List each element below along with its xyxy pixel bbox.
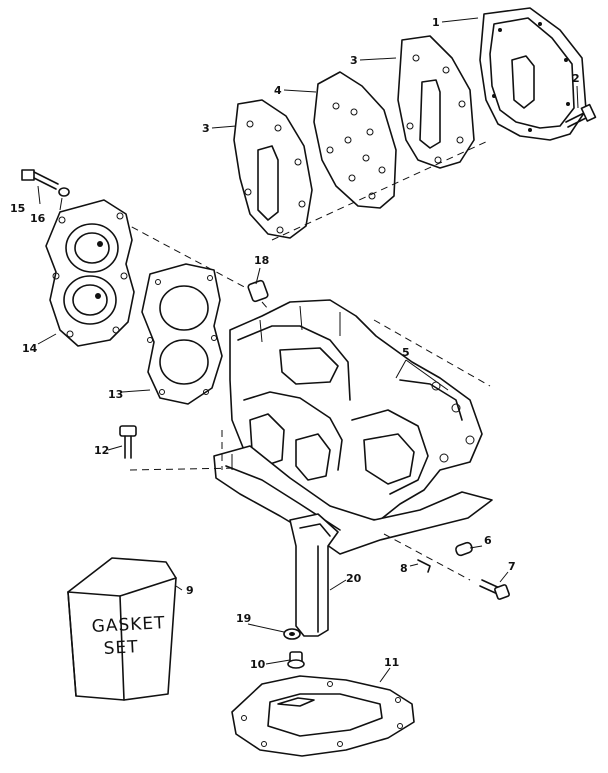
callout-7: 7 <box>508 560 516 573</box>
callout-4: 4 <box>274 84 282 97</box>
callout-8: 8 <box>400 562 408 575</box>
callout-14: 14 <box>22 342 38 355</box>
part-4-plate <box>313 71 397 209</box>
callout-3-left: 3 <box>202 122 210 135</box>
callout-11: 11 <box>384 656 399 669</box>
callout-6: 6 <box>484 534 492 547</box>
callout-18: 18 <box>254 254 269 267</box>
callout-5: 5 <box>402 346 410 359</box>
part-14-cylinder-head <box>45 199 135 347</box>
part-5-cylinder-block <box>229 299 483 521</box>
gasket-box-line1: GASKET <box>91 613 166 637</box>
callout-numbers: 1 2 3 4 3 15 16 14 13 18 5 12 6 7 8 9 20… <box>10 16 580 671</box>
callout-15: 15 <box>10 202 25 215</box>
callout-16: 16 <box>30 212 46 225</box>
callout-2: 2 <box>572 72 580 85</box>
part-3-gasket-right <box>397 35 475 169</box>
part-2-bolt <box>565 103 597 128</box>
callout-13: 13 <box>108 388 123 401</box>
callout-12: 12 <box>94 444 109 457</box>
part-10-bolt <box>287 651 305 669</box>
part-16-washer <box>58 187 70 197</box>
part-9-gasket-set-box: GASKET SET <box>67 557 177 701</box>
part-6-pin <box>455 541 473 557</box>
part-1-cover-plate <box>479 7 587 141</box>
part-3-gasket-left <box>233 99 313 239</box>
leader-lines <box>37 17 579 683</box>
callout-20: 20 <box>346 572 362 585</box>
callout-1: 1 <box>432 16 440 29</box>
callout-3-right: 3 <box>350 54 358 67</box>
part-20-tube <box>289 513 339 637</box>
part-15-bolt <box>21 169 59 190</box>
callout-10: 10 <box>250 658 266 671</box>
part-11-bottom-gasket <box>231 675 415 757</box>
callout-19: 19 <box>236 612 251 625</box>
part-7-bolt <box>479 579 510 600</box>
gasket-box-line2: SET <box>103 637 139 659</box>
part-12-bolt <box>119 425 137 459</box>
part-19-washer <box>283 628 301 640</box>
part-13-head-gasket <box>141 263 223 405</box>
part-8-clip <box>417 559 431 573</box>
callout-9: 9 <box>186 584 194 597</box>
